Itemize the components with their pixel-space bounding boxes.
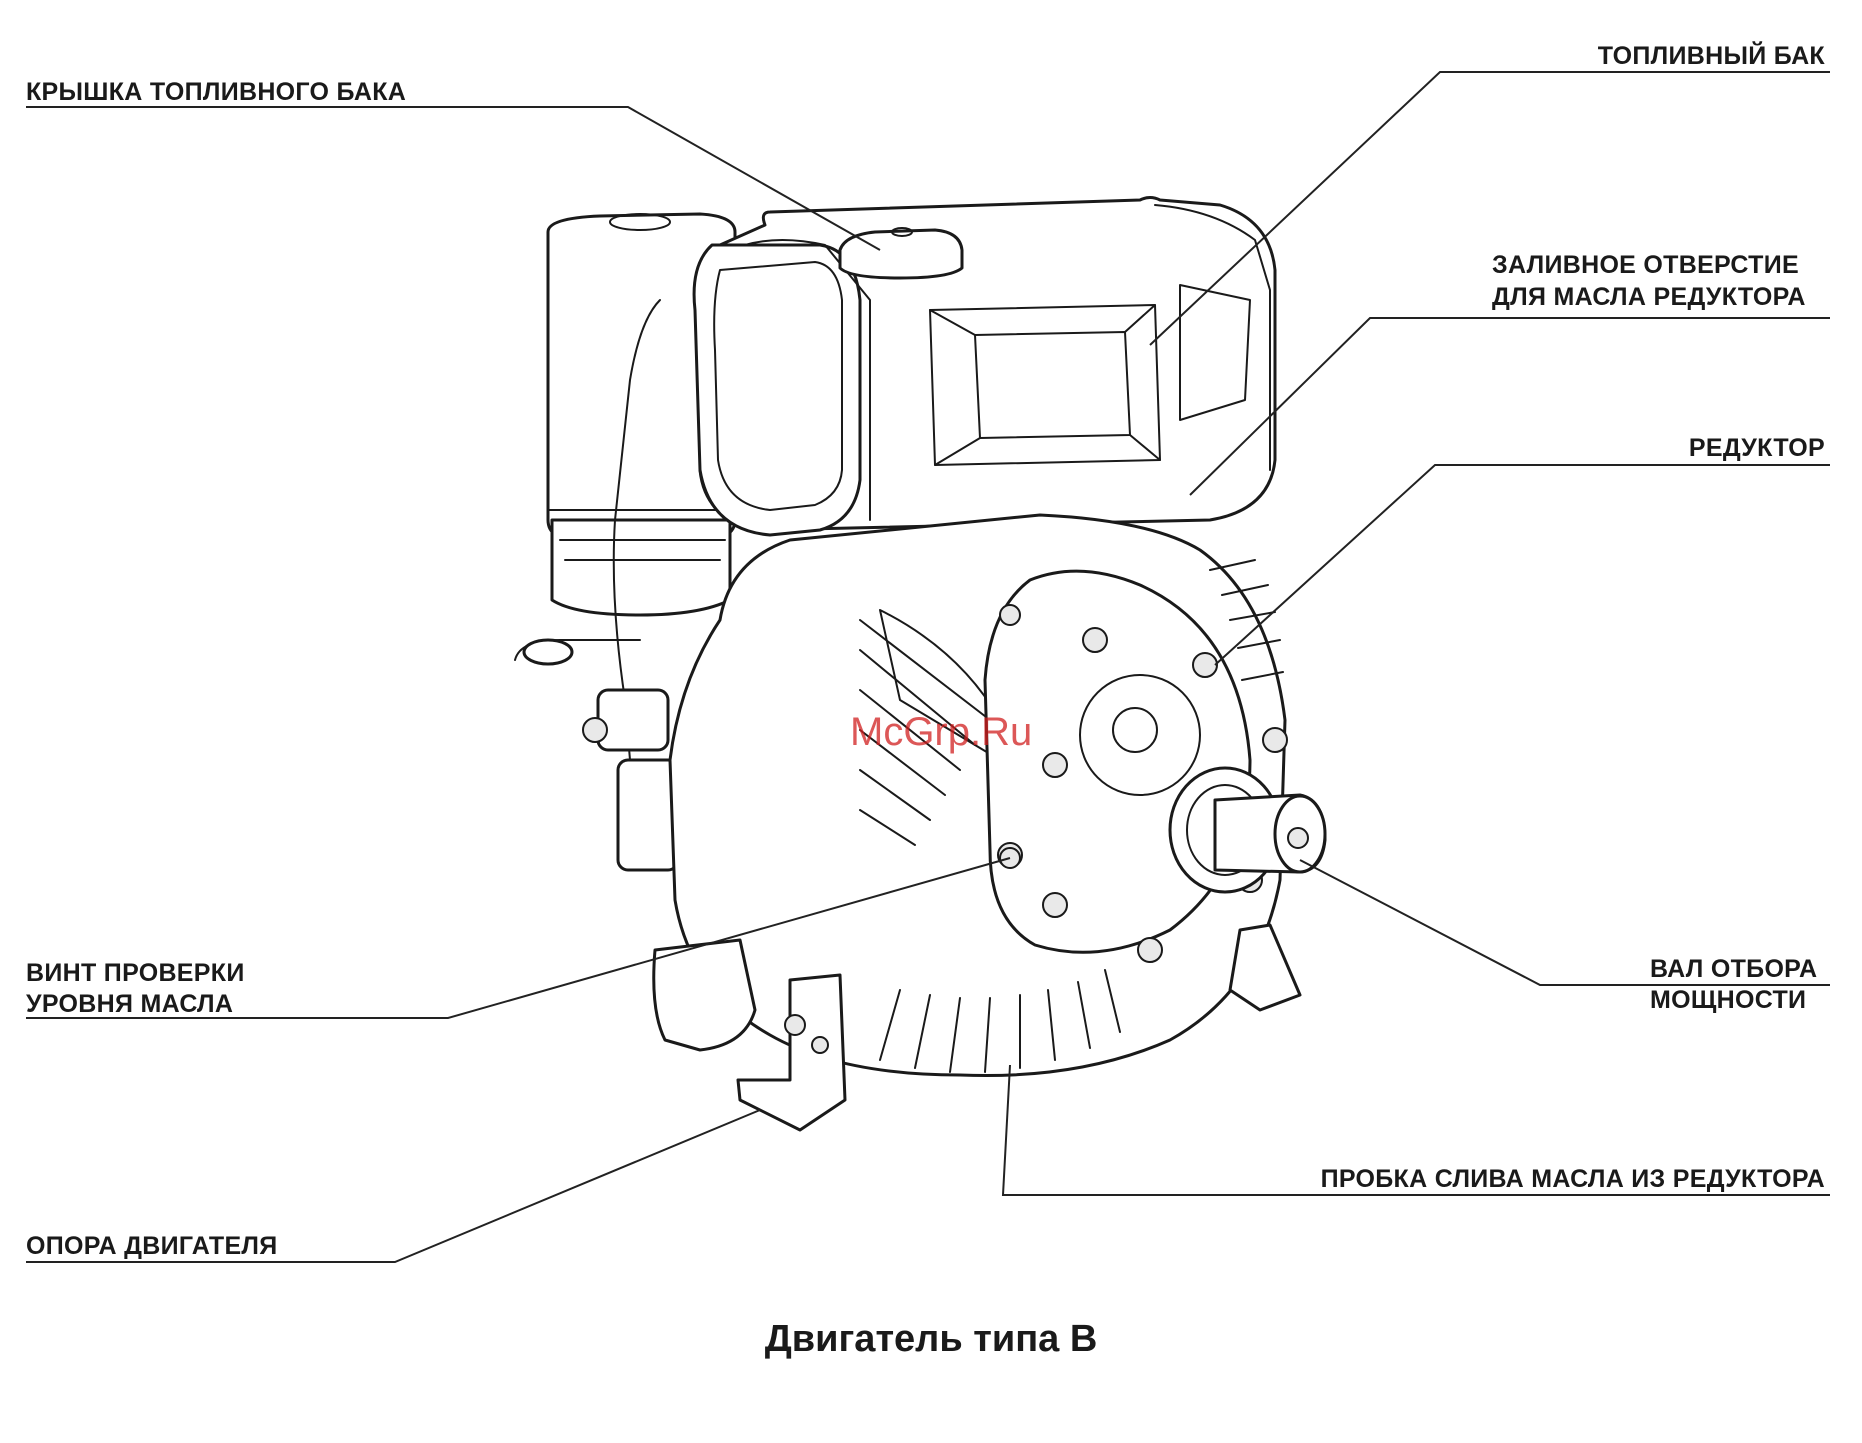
label-pto-shaft-line2: МОЩНОСТИ (1650, 986, 1806, 1014)
label-engine-mount: ОПОРА ДВИГАТЕЛЯ (26, 1232, 278, 1260)
label-gear-oil-filler-line2: ДЛЯ МАСЛА РЕДУКТОРА (1492, 283, 1806, 311)
pto-shaft (1170, 768, 1325, 892)
leader-gear-oil-filler (1190, 318, 1830, 495)
figure-caption: Двигатель типа B (0, 1318, 1862, 1361)
label-pto-shaft-line1: ВАЛ ОТБОРА (1650, 955, 1817, 983)
engine-illustration (515, 198, 1325, 1131)
fuel-tank (694, 198, 1275, 536)
label-gear-oil-filler-line1: ЗАЛИВНОЕ ОТВЕРСТИЕ (1492, 251, 1799, 279)
watermark: McGrp.Ru (850, 710, 1032, 754)
label-gear-oil-drain-plug: ПРОБКА СЛИВА МАСЛА ИЗ РЕДУКТОРА (1321, 1165, 1825, 1193)
label-reducer: РЕДУКТОР (1689, 434, 1825, 462)
fuel-cap (840, 228, 962, 278)
label-fuel-tank: ТОПЛИВНЫЙ БАК (1598, 40, 1826, 70)
leader-reducer (1215, 465, 1830, 665)
label-fuel-cap: КРЫШКА ТОПЛИВНОГО БАКА (26, 78, 406, 106)
leader-fuel-cap (26, 107, 880, 250)
label-oil-level-screw-line1: ВИНТ ПРОВЕРКИ (26, 959, 245, 987)
label-oil-level-screw-line2: УРОВНЯ МАСЛА (26, 990, 233, 1018)
